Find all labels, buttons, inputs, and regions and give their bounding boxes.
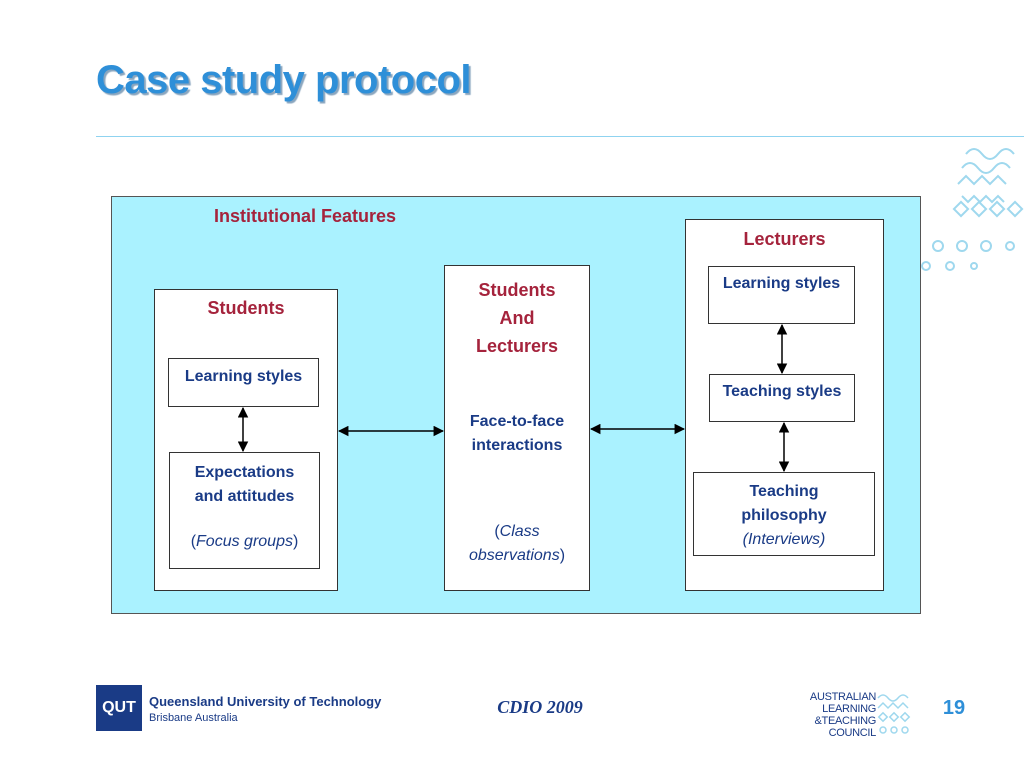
altc-pattern-icon <box>877 694 911 734</box>
expectations-label: Expectations and attitudes <box>169 461 320 509</box>
students-heading: Students <box>207 298 285 318</box>
panel-label: Institutional Features <box>213 206 397 226</box>
paren-open: ( <box>494 523 500 540</box>
class-observations-line2: observations) <box>444 544 590 568</box>
expectations-box <box>169 452 320 569</box>
lecturers-learning-styles-box <box>708 266 855 324</box>
center-heading-line2: And <box>499 308 535 328</box>
altc-line2: LEARNING <box>822 703 876 715</box>
teaching-philosophy-box <box>693 472 875 556</box>
lecturers-heading: Lecturers <box>743 229 826 249</box>
interaction-label: Face-to-face interactions <box>444 410 590 458</box>
center-heading: Students And Lecturers <box>444 276 590 360</box>
decorative-pattern-icon <box>921 148 1024 271</box>
altc-line1: AUSTRALIAN <box>809 691 876 703</box>
philosophy-line1: Teaching <box>749 483 819 500</box>
class-observations-line1: (Class <box>444 520 590 544</box>
title-divider <box>96 136 1024 137</box>
page-number: 19 <box>942 697 966 719</box>
interviews-method: (Interviews) <box>742 531 826 548</box>
philosophy-line2: philosophy <box>741 507 827 524</box>
qut-name: Queensland University of Technology <box>149 694 382 709</box>
paren-close: ) <box>559 547 566 564</box>
center-heading-line1: Students <box>478 280 556 300</box>
students-and-lecturers-box <box>444 265 590 591</box>
teaching-styles-label: Teaching styles <box>722 383 842 400</box>
students-learning-styles-box <box>168 358 319 407</box>
class-observations-method: (Class observations) <box>444 520 590 568</box>
qut-logo-icon: QUT <box>96 685 142 731</box>
altc-logo: AUSTRALIAN LEARNING &TEACHING COUNCIL <box>770 691 876 739</box>
interaction-line1: Face-to-face <box>469 413 565 430</box>
teaching-philosophy-label: Teaching philosophy (Interviews) <box>693 480 875 552</box>
footer-event: CDIO 2009 <box>497 697 583 717</box>
observations-text: observations <box>468 547 560 564</box>
lecturers-learning-styles-label: Learning styles <box>722 275 841 292</box>
class-text: Class <box>499 523 540 540</box>
focus-groups-text: Focus groups <box>196 533 293 550</box>
expectations-line1: Expectations <box>194 464 295 481</box>
expectations-line2: and attitudes <box>194 488 295 505</box>
interaction-line2: interactions <box>471 437 563 454</box>
altc-line3: &TEACHING <box>814 715 877 727</box>
students-learning-styles-label: Learning styles <box>184 368 303 385</box>
center-heading-line3: Lecturers <box>475 336 559 356</box>
paren-close: ) <box>292 533 299 550</box>
altc-line4: COUNCIL <box>828 727 877 739</box>
paren-open: ( <box>190 533 197 550</box>
focus-groups-method: (Focus groups) <box>169 533 320 551</box>
teaching-styles-box <box>709 374 855 422</box>
qut-location: Brisbane Australia <box>149 712 238 724</box>
slide-title: Case study protocol <box>96 58 472 102</box>
